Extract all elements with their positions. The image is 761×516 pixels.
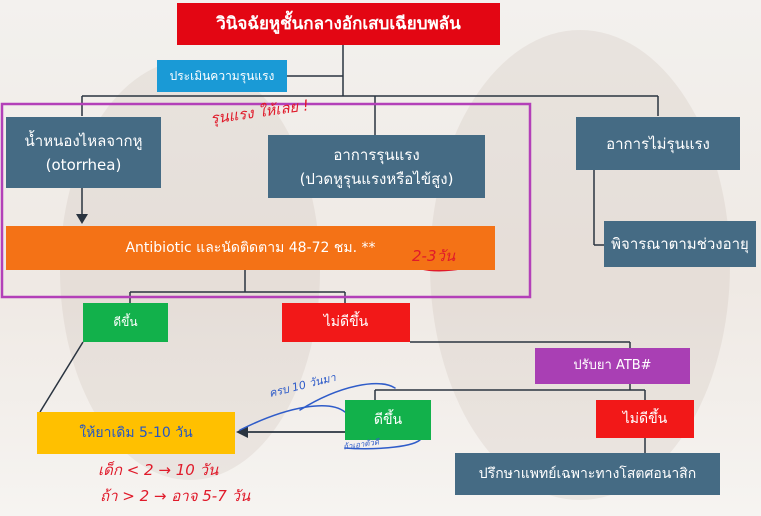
highlight-frame xyxy=(0,102,532,299)
arrow-to-continue xyxy=(236,426,248,438)
assess-text: ประเมินความรุนแรง xyxy=(169,68,275,83)
mild-box: อาการไม่รุนแรง xyxy=(576,117,740,170)
improved-box-2: ดีขึ้น xyxy=(345,400,431,440)
assess-box: ประเมินความรุนแรง xyxy=(157,60,287,92)
arrow-otorrhea xyxy=(76,214,88,224)
improved-box-1: ดีขึ้น xyxy=(83,303,168,342)
adjust-box: ปรับยา ATB# xyxy=(535,348,690,384)
ink-blue-curve-2 xyxy=(239,405,346,431)
ink-blue-curve-1 xyxy=(299,382,396,411)
line-improved-to-continue xyxy=(39,341,84,413)
ink-blue-underline xyxy=(344,439,421,450)
severe-box: อาการรุนแรง (ปวดหูรุนแรงหรือไข้สูง) xyxy=(268,135,485,198)
consult-text: ปรึกษาแพทย์เฉพาะทางโสตศอนาสิก xyxy=(478,465,697,482)
antibiotic-text: Antibiotic และนัดติดตาม 48-72 ชม. ** xyxy=(125,239,376,256)
otorrhea-text: น้ำหนองไหลจากหู xyxy=(24,131,143,150)
adjust-text: ปรับยา ATB# xyxy=(573,358,652,374)
severe-detail: (ปวดหูรุนแรงหรือไข้สูง) xyxy=(299,169,454,188)
continue-text: ให้ยาเดิม 5-10 วัน xyxy=(79,424,193,441)
title-box: วินิจฉัยหูชั้นกลางอักเสบเฉียบพลัน xyxy=(177,3,500,45)
annotation-child-under-2: เด็ก < 2 → 10 วัน xyxy=(98,461,219,479)
age-box: พิจารณาตามช่วงอายุ xyxy=(604,221,756,267)
not-improved-box-1: ไม่ดีขึ้น xyxy=(282,303,410,342)
title-text: วินิจฉัยหูชั้นกลางอักเสบเฉียบพลัน xyxy=(216,13,461,34)
consult-box: ปรึกษาแพทย์เฉพาะทางโสตศอนาสิก xyxy=(455,453,720,495)
age-text: พิจารณาตามช่วงอายุ xyxy=(611,235,749,253)
continue-box: ให้ยาเดิม 5-10 วัน xyxy=(37,412,235,454)
improved-text-1: ดีขึ้น xyxy=(113,315,138,330)
otorrhea-box: น้ำหนองไหลจากหู (otorrhea) xyxy=(6,117,161,188)
antibiotic-box: Antibiotic และนัดติดตาม 48-72 ชม. ** xyxy=(6,226,495,270)
otorrhea-english: (otorrhea) xyxy=(45,155,122,174)
annotation-days: 2-3วัน xyxy=(412,247,456,265)
not-improved-text-1: ไม่ดีขึ้น xyxy=(323,314,369,331)
not-improved-box-2: ไม่ดีขึ้น xyxy=(596,400,694,438)
annotation-child-over-2: ถ้า > 2 → อาจ 5-7 วัน xyxy=(100,487,251,505)
severe-text: อาการรุนแรง xyxy=(333,145,420,164)
not-improved-text-2: ไม่ดีขึ้น xyxy=(622,410,668,427)
mild-text: อาการไม่รุนแรง xyxy=(606,134,710,153)
improved-text-2: ดีขึ้น xyxy=(373,411,403,428)
